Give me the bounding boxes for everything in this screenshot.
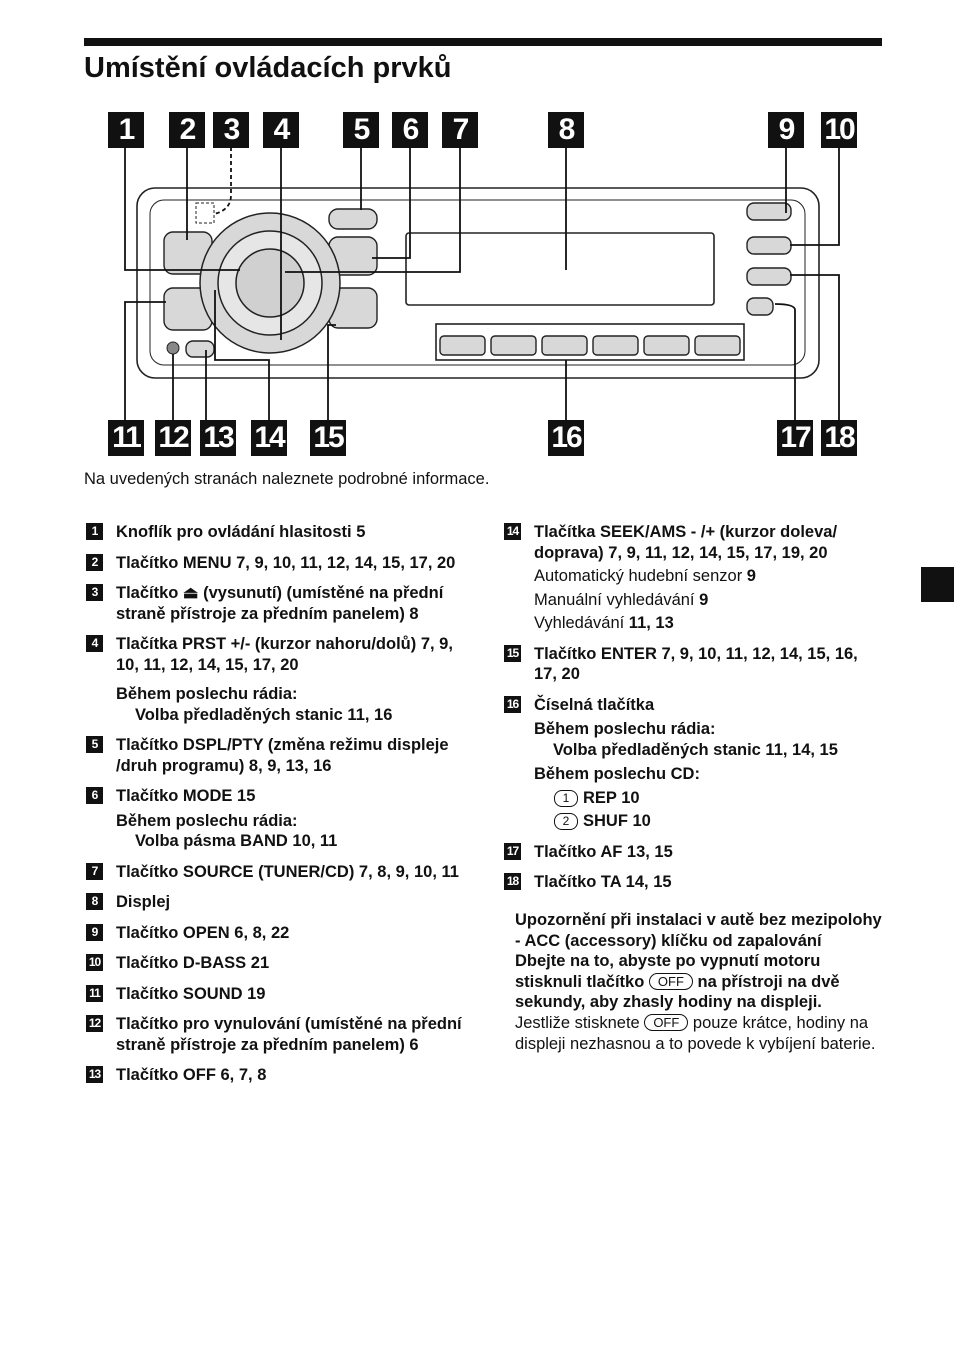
callout-13: 13 — [200, 420, 236, 456]
off-key-icon: OFF — [644, 1013, 689, 1031]
title-rule — [84, 38, 882, 46]
display-window — [405, 232, 715, 306]
button-1-icon: 1 — [554, 789, 578, 807]
eject-button — [195, 202, 215, 224]
volume-knob — [235, 248, 305, 318]
callout-18: 18 — [821, 420, 857, 456]
open-button — [746, 202, 792, 221]
callout-8: 8 — [548, 112, 584, 148]
preset-button-1 — [439, 335, 486, 356]
page-side-tab — [921, 567, 954, 602]
page-title: Umístění ovládacích prvků — [84, 52, 452, 84]
callout-2: 2 — [169, 112, 205, 148]
off-button — [185, 340, 215, 358]
preset-button-2 — [490, 335, 537, 356]
legend-right-column: 14 Tlačítka SEEK/AMS - /+ (kurzor doleva… — [504, 522, 884, 903]
dspl-button — [328, 208, 378, 230]
preset-buttons-box — [435, 323, 745, 361]
callout-5: 5 — [343, 112, 379, 148]
callout-15: 15 — [310, 420, 346, 456]
callout-6: 6 — [392, 112, 428, 148]
faceplate-outer — [136, 187, 820, 379]
caution-note: Upozornění při instalaci v autě bez mezi… — [515, 911, 882, 1053]
af-button — [746, 267, 792, 286]
button-2-icon: 2 — [554, 813, 578, 830]
preset-button-4 — [592, 335, 639, 356]
callout-4: 4 — [263, 112, 299, 148]
ta-button — [746, 297, 774, 316]
reference-note: Na uvedených stranách naleznete podrobné… — [84, 470, 490, 488]
callout-1: 1 — [108, 112, 144, 148]
callout-10: 10 — [821, 112, 857, 148]
faceplate-inner — [149, 199, 806, 366]
preset-button-3 — [541, 335, 588, 356]
preset-button-6 — [694, 335, 741, 356]
callout-16: 16 — [548, 420, 584, 456]
legend-item-14: 14 Tlačítka SEEK/AMS - /+ (kurzor doleva… — [504, 522, 884, 634]
device-diagram — [124, 147, 840, 420]
preset-button-5 — [643, 335, 690, 356]
callout-17: 17 — [777, 420, 813, 456]
callout-11: 11 — [108, 420, 144, 456]
off-key-icon: OFF — [648, 972, 693, 990]
legend-item-16: 16 Číselná tlačítka Během poslechu rádia… — [504, 695, 884, 832]
callout-12: 12 — [155, 420, 191, 456]
callout-7: 7 — [442, 112, 478, 148]
reset-button — [166, 341, 180, 355]
callout-14: 14 — [251, 420, 287, 456]
dbass-button — [746, 236, 792, 255]
callout-9: 9 — [768, 112, 804, 148]
callout-3: 3 — [213, 112, 249, 148]
